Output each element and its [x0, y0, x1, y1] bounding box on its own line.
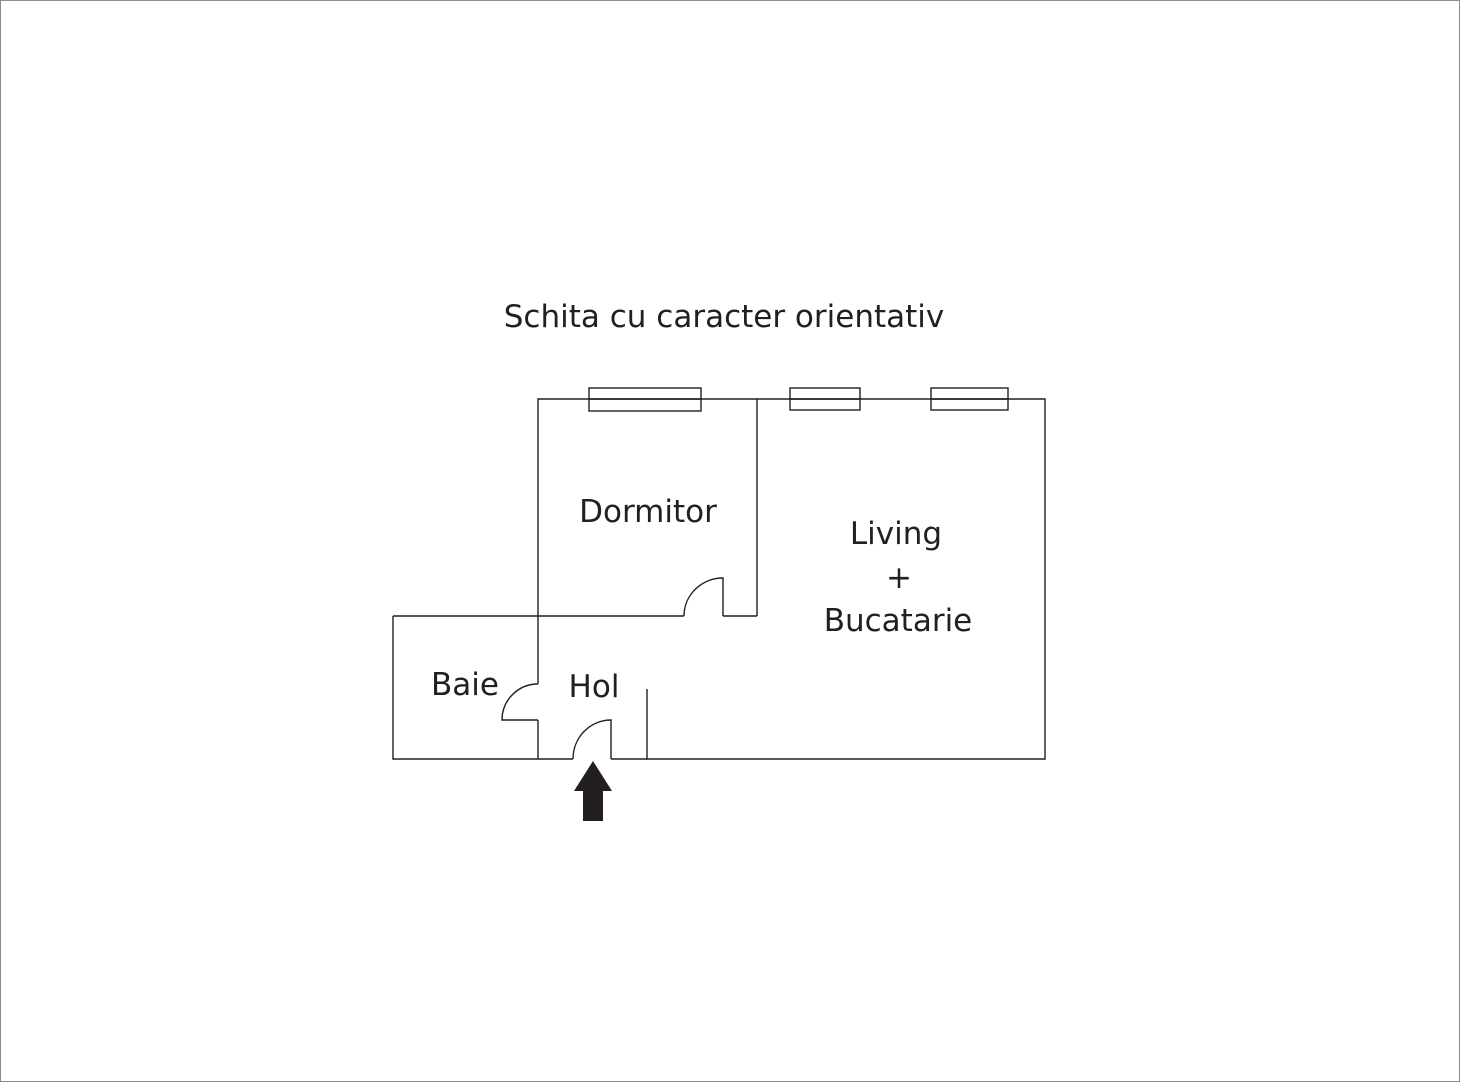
door-bedroom: [683, 577, 724, 617]
room-label-bucatarie: Bucatarie: [824, 603, 973, 639]
bathroom-outline: [392, 616, 538, 760]
main-outline: [537, 398, 1046, 760]
door-entrance: [572, 719, 612, 760]
plan-title: Schita cu caracter orientativ: [504, 299, 945, 335]
entrance-arrow-icon: [574, 761, 612, 821]
doors: [501, 577, 724, 760]
room-label-living: Living: [850, 516, 942, 552]
outer-walls: [392, 398, 1046, 760]
room-label-hol: Hol: [569, 669, 620, 705]
room-label-baie: Baie: [431, 667, 499, 703]
windows: [588, 387, 1009, 412]
room-label-dormitor: Dormitor: [579, 494, 717, 530]
door-bathroom: [501, 683, 539, 721]
room-label-plus: +: [886, 560, 912, 596]
